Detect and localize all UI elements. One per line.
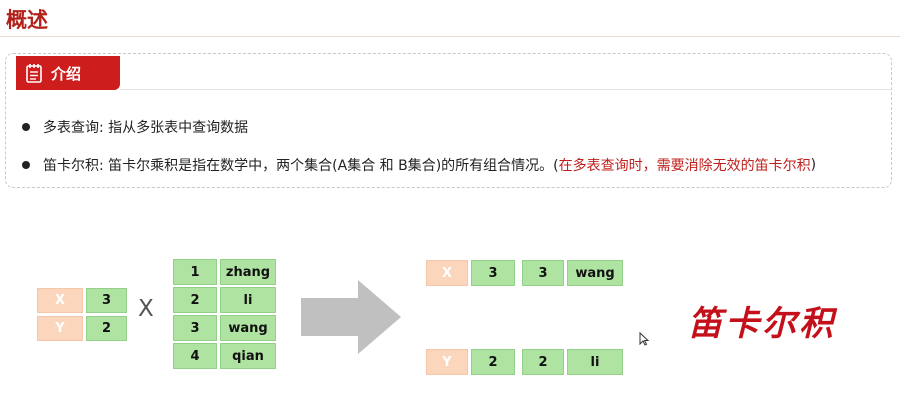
table-a-name-cell: Y xyxy=(37,316,83,341)
table-b-name-cell: wang xyxy=(220,315,276,341)
intro-tab-underline xyxy=(120,89,891,90)
intro-panel xyxy=(5,53,892,188)
result-name-cell: Y xyxy=(426,349,468,375)
bullet-dot xyxy=(22,161,30,169)
table-a-value-cell: 3 xyxy=(86,288,127,313)
table-b-id-cell: 2 xyxy=(173,287,217,313)
bullet-suffix: ) xyxy=(810,157,817,173)
result-id-cell: 2 xyxy=(522,349,564,375)
table-b-id-cell: 3 xyxy=(173,315,217,341)
notepad-icon xyxy=(26,64,42,83)
title-divider xyxy=(0,36,900,37)
result-id-cell: 3 xyxy=(522,260,564,286)
table-b-id-cell: 4 xyxy=(173,343,217,369)
page-title: 概述 xyxy=(6,8,48,32)
bullet-highlight: 在多表查询时，需要消除无效的笛卡尔积 xyxy=(558,158,811,174)
table-b-id-cell: 1 xyxy=(173,259,217,285)
bullet-text: 笛卡尔积: 笛卡尔乘积是指在数学中，两个集合(A集合 和 B集合)的所有组合情况… xyxy=(43,158,559,174)
result-value-cell: 2 xyxy=(471,349,515,375)
bullet-dot xyxy=(22,123,30,131)
table-b-name-cell: qian xyxy=(220,343,276,369)
bullet-item: 笛卡尔积: 笛卡尔乘积是指在数学中，两个集合(A集合 和 B集合)的所有组合情况… xyxy=(22,155,816,175)
result-name-cell: X xyxy=(426,260,468,286)
cartesian-product-caption: 笛卡尔积 xyxy=(688,304,836,344)
multiply-sign: X xyxy=(138,296,154,322)
bullet-item: 多表查询: 指从多张表中查询数据 xyxy=(22,117,248,137)
mouse-pointer-icon xyxy=(639,332,649,346)
table-a-value-cell: 2 xyxy=(86,316,127,341)
table-b-name-cell: li xyxy=(220,287,276,313)
result-b-name-cell: wang xyxy=(567,260,623,286)
table-b-name-cell: zhang xyxy=(220,259,276,285)
intro-tab: 介绍 xyxy=(16,56,120,90)
bullet-text: 多表查询: 指从多张表中查询数据 xyxy=(43,120,249,136)
intro-tab-label: 介绍 xyxy=(51,64,82,83)
table-a-name-cell: X xyxy=(37,288,83,313)
result-value-cell: 3 xyxy=(471,260,515,286)
right-arrow-icon xyxy=(301,280,401,354)
result-b-name-cell: li xyxy=(567,349,623,375)
